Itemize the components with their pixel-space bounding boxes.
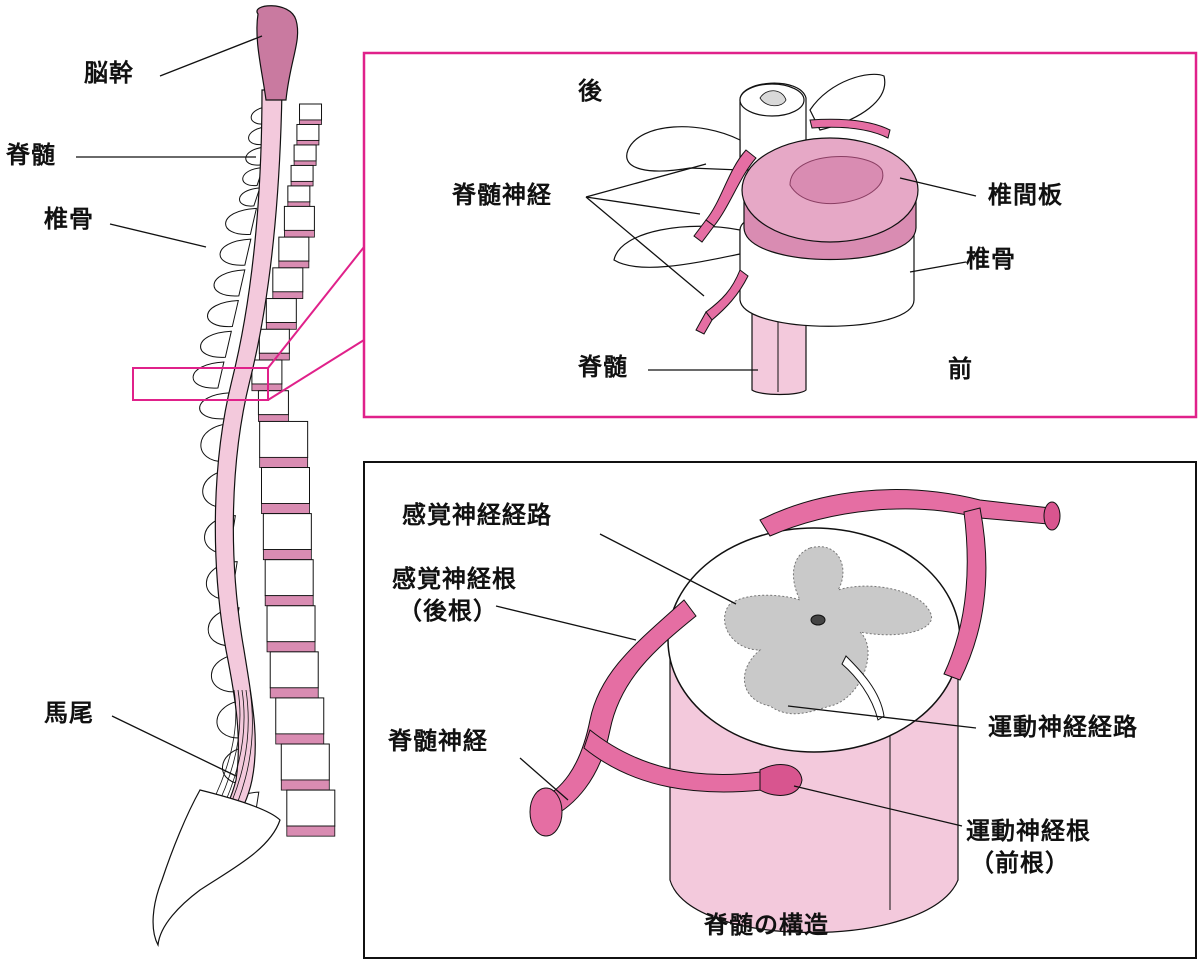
- vertebral-body-1: [296, 123, 320, 141]
- sacrum: [152, 789, 281, 948]
- vertebral-body-17: [269, 651, 319, 689]
- label-cauda-equina: 馬尾: [44, 699, 94, 727]
- disc-18: [275, 733, 325, 745]
- disc-16: [266, 641, 316, 653]
- disc-13: [261, 503, 310, 514]
- disc-5: [284, 229, 315, 238]
- disc-12: [259, 457, 309, 468]
- label-cord-spinal-nerve: 脊髄神経: [388, 727, 488, 755]
- leader-nerve-1: [585, 163, 707, 198]
- leader-spinal-nerve: [519, 757, 569, 801]
- label-motor-root-2: （前根）: [970, 849, 1070, 877]
- vertebral-body-10: [251, 359, 283, 385]
- zoom-connector-top: [267, 246, 365, 369]
- leader-motor-root: [793, 785, 963, 827]
- spinous-process-6: [219, 238, 252, 266]
- vertebral-body-9: [258, 328, 290, 354]
- label-detail-spinal-cord: 脊髄: [578, 353, 628, 381]
- leader-disc: [899, 177, 977, 197]
- central-canal: [810, 614, 826, 626]
- label-brainstem: 脳幹: [84, 59, 134, 87]
- vertebral-body-3: [290, 164, 314, 182]
- disc-3: [290, 181, 314, 187]
- spinous-process-10: [192, 361, 225, 389]
- spinal-column: [76, 5, 365, 948]
- vertebral-body-6: [278, 236, 310, 262]
- vertebral-body-15: [264, 559, 314, 597]
- label-motor-root-1: 運動神経根: [966, 817, 1091, 845]
- disc-14: [262, 549, 312, 561]
- leader-nerve-2: [585, 196, 701, 215]
- spinous-process-9: [200, 330, 232, 358]
- vertebral-body-11: [257, 390, 289, 416]
- disc-11: [258, 414, 289, 422]
- vertebral-body-19: [280, 743, 330, 781]
- spinous-process-3: [242, 166, 264, 186]
- disc-17: [269, 687, 319, 699]
- disc-6: [278, 260, 310, 269]
- disc-15: [264, 595, 314, 607]
- vertebral-body-20: [286, 789, 336, 827]
- leader-cauda: [111, 715, 237, 777]
- leader-vertebra-detail: [909, 261, 967, 273]
- label-detail-vertebra: 椎骨: [966, 245, 1016, 273]
- label-vertebra: 椎骨: [44, 205, 94, 233]
- caption-cord-structure: 脊髄の構造: [704, 911, 829, 939]
- vertebral-body-14: [262, 513, 312, 551]
- transverse-process-lower-left: [613, 225, 741, 268]
- vertebral-body-4: [287, 185, 311, 203]
- vertebral-body-5: [283, 205, 315, 231]
- leader-motor-tract: [787, 705, 977, 729]
- leader-nerve-3: [585, 196, 705, 297]
- label-anterior: 前: [948, 355, 973, 383]
- vertebral-body-13: [261, 467, 311, 505]
- label-spinal-cord: 脊髄: [6, 141, 56, 169]
- grey-matter: [724, 546, 933, 715]
- transverse-process-left: [626, 126, 741, 172]
- label-detail-spinal-nerve: 脊髄神経: [452, 181, 552, 209]
- spinous-process-8: [207, 300, 239, 328]
- label-sensory-tract: 感覚神経経路: [402, 501, 552, 529]
- cord-nerves: [529, 489, 1061, 837]
- spinous-process-4: [239, 187, 261, 207]
- vertebral-body-16: [266, 605, 316, 643]
- disc-1: [296, 140, 320, 146]
- spinous-process-7: [213, 269, 246, 297]
- zoom-connector-bottom: [267, 339, 365, 401]
- vertebral-body-0: [299, 103, 323, 121]
- disc-0: [299, 119, 322, 125]
- detail-spinal-nerves: [693, 118, 891, 335]
- vertebral-body-12: [259, 420, 309, 458]
- disc-7: [272, 291, 304, 299]
- vertebral-body-7: [272, 267, 304, 293]
- disc-8: [265, 322, 297, 330]
- leader-brainstem: [159, 35, 263, 77]
- leader-sensory-root: [495, 605, 637, 641]
- leader-vertebra: [109, 223, 207, 248]
- disc-2: [293, 160, 317, 166]
- vertebra-detail-drawing: [585, 73, 977, 396]
- leader-sensory-tract: [599, 533, 737, 605]
- spinous-process-5: [225, 207, 258, 235]
- vertebral-body-2: [293, 144, 317, 162]
- disc-20: [286, 825, 336, 837]
- label-motor-tract: 運動神経経路: [988, 713, 1138, 741]
- label-sensory-root-1: 感覚神経根: [392, 565, 517, 593]
- vertebral-body-8: [265, 298, 297, 324]
- disc-4: [287, 201, 311, 207]
- disc-19: [280, 779, 330, 791]
- label-posterior: 後: [578, 77, 603, 105]
- disc-10: [251, 383, 283, 392]
- vertebral-body-18: [275, 697, 325, 735]
- label-sensory-root-2: （後根）: [398, 597, 498, 625]
- cord-structure-drawing: [495, 489, 1061, 934]
- section-highlight-box: [132, 367, 269, 401]
- vertebral-bodies: [251, 103, 336, 837]
- label-intervertebral-disc: 椎間板: [988, 181, 1063, 209]
- brainstem-shape: [256, 5, 299, 101]
